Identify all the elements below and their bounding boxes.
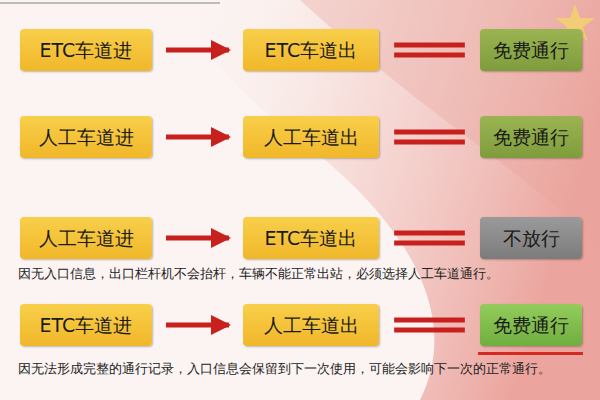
box-label: 免费通行 xyxy=(493,315,569,336)
entry-box: ETC车道进 xyxy=(20,29,152,71)
flow-arrow xyxy=(166,238,229,239)
box-label: ETC车道进 xyxy=(40,315,133,336)
equals-bar xyxy=(394,130,465,135)
equals-bar xyxy=(394,328,465,333)
entry-box: 人工车道进 xyxy=(20,217,152,259)
exit-box: ETC车道出 xyxy=(243,217,379,259)
equals-bar xyxy=(394,43,465,48)
result-box: 不放行 xyxy=(480,217,582,259)
arrow-line xyxy=(166,48,229,53)
box-label: 人工车道进 xyxy=(39,127,134,148)
arrow-line xyxy=(166,135,229,140)
arrow-line xyxy=(166,323,229,328)
box-label: 免费通行 xyxy=(493,40,569,61)
equals-sign xyxy=(394,132,465,142)
equals-bar xyxy=(394,140,465,145)
equals-sign xyxy=(394,233,465,243)
equals-sign xyxy=(394,320,465,330)
flow-arrow xyxy=(166,50,229,51)
box-label: 人工车道出 xyxy=(264,315,359,336)
box-label: ETC车道出 xyxy=(265,228,358,249)
equals-bar xyxy=(394,53,465,58)
result-box: 免费通行 xyxy=(480,116,582,158)
result-box: 免费通行 xyxy=(480,29,582,71)
explanation-note: 因无法形成完整的通行记录，入口信息会保留到下一次使用，可能会影响下一次的正常通行… xyxy=(18,361,593,377)
equals-bar xyxy=(394,318,465,323)
equals-bar xyxy=(394,241,465,246)
equals-sign xyxy=(394,45,465,55)
flow-arrow xyxy=(166,137,229,138)
arrow-line xyxy=(166,236,229,241)
entry-box: ETC车道进 xyxy=(20,304,152,346)
box-label: 不放行 xyxy=(503,228,560,249)
exit-box: ETC车道出 xyxy=(243,29,379,71)
explanation-note: 因无入口信息，出口栏杆机不会抬杆，车辆不能正常出站，必须选择人工车道通行。 xyxy=(18,266,593,282)
exit-box: 人工车道出 xyxy=(243,116,379,158)
flow-arrow xyxy=(166,325,229,326)
box-label: 免费通行 xyxy=(493,127,569,148)
equals-bar xyxy=(394,231,465,236)
box-label: ETC车道进 xyxy=(40,40,133,61)
box-label: 人工车道出 xyxy=(264,127,359,148)
result-box: 免费通行 xyxy=(480,304,582,346)
exit-box: 人工车道出 xyxy=(243,304,379,346)
entry-box: 人工车道进 xyxy=(20,116,152,158)
box-label: 人工车道进 xyxy=(39,228,134,249)
box-label: ETC车道出 xyxy=(265,40,358,61)
